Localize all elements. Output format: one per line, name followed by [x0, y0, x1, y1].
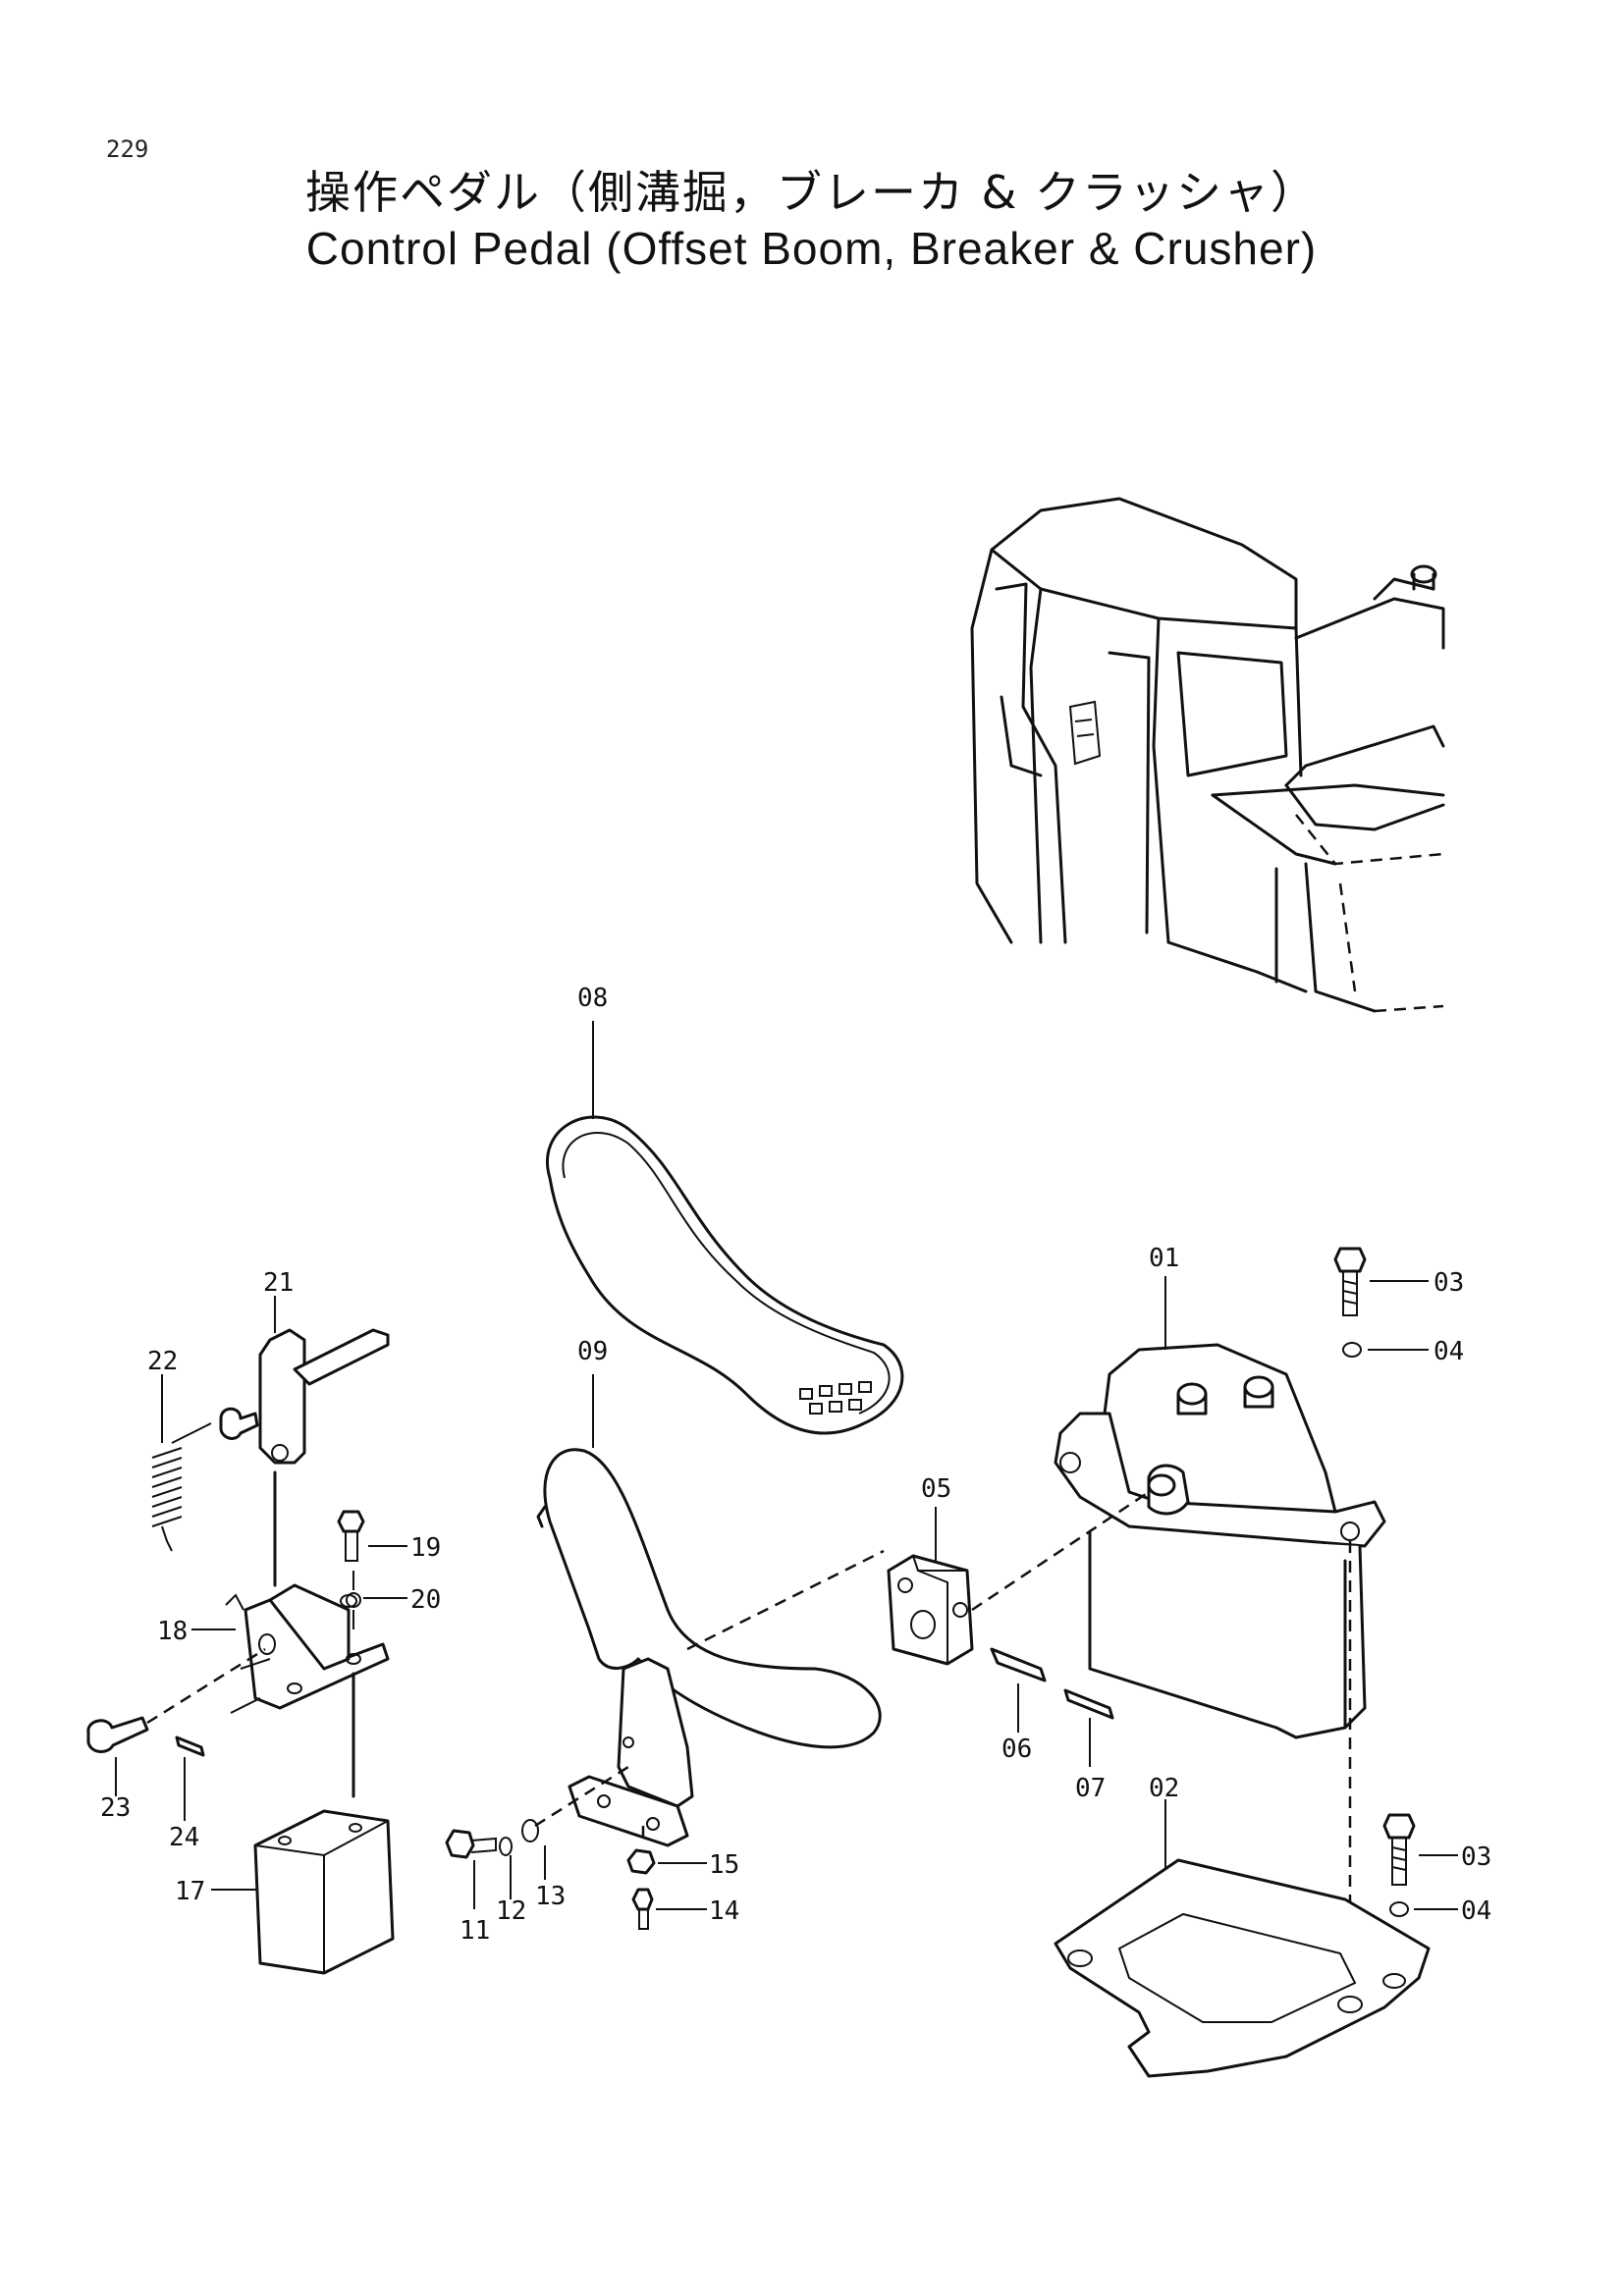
callout-02: 02 — [1149, 1774, 1179, 1803]
callout-22: 22 — [147, 1347, 178, 1376]
parts-11-15-fasteners — [445, 1765, 707, 1930]
callout-04-lower: 04 — [1461, 1896, 1491, 1926]
callout-23: 23 — [100, 1793, 131, 1823]
part-08-pedal-pad — [546, 1021, 904, 1435]
callout-18: 18 — [157, 1617, 188, 1646]
callout-21: 21 — [263, 1268, 294, 1298]
part-05-block — [887, 1490, 1150, 1666]
part-09-pedal-arm — [536, 1374, 885, 1847]
callout-09: 09 — [577, 1337, 608, 1366]
callout-17: 17 — [175, 1877, 205, 1906]
callout-08: 08 — [577, 984, 608, 1013]
part-01-pilot-valve — [1054, 1276, 1386, 1953]
part-02-mounting-plate — [1054, 1799, 1431, 2078]
callout-19: 19 — [410, 1533, 441, 1563]
page-title-english: Control Pedal (Offset Boom, Breaker & Cr… — [305, 223, 1318, 274]
callout-03-upper: 03 — [1434, 1268, 1464, 1298]
callout-07: 07 — [1075, 1774, 1106, 1803]
callout-12: 12 — [496, 1896, 526, 1926]
callout-13: 13 — [535, 1882, 566, 1911]
parts-03-04-bolts-washers — [1333, 1247, 1458, 1917]
callout-05: 05 — [921, 1474, 951, 1504]
parts-06-07-pins — [990, 1647, 1114, 1767]
callout-06: 06 — [1001, 1735, 1032, 1764]
callout-24: 24 — [169, 1823, 199, 1852]
parts-17-24-assembly — [86, 1296, 407, 1975]
excavator-cab-illustration — [970, 497, 1445, 1013]
callout-01: 01 — [1149, 1244, 1179, 1273]
callout-03-lower: 03 — [1461, 1842, 1491, 1872]
page-number: 229 — [106, 135, 149, 163]
callout-15: 15 — [709, 1850, 739, 1880]
callout-11: 11 — [460, 1916, 490, 1946]
callout-14: 14 — [709, 1896, 739, 1926]
callout-04-upper: 04 — [1434, 1337, 1464, 1366]
callout-20: 20 — [410, 1585, 441, 1615]
page-title-japanese: 操作ペダル（側溝掘，ブレーカ & クラッシャ） — [304, 166, 1319, 219]
